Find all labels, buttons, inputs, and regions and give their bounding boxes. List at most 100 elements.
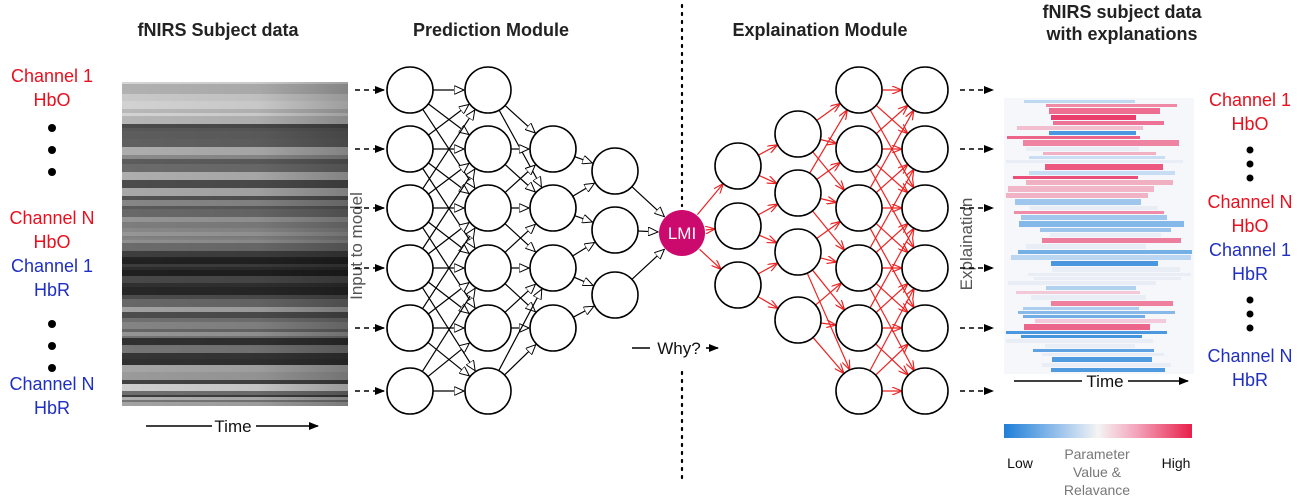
explanation-edge [815, 284, 841, 306]
explanation-node [714, 261, 762, 309]
explanation-edge [875, 165, 907, 194]
prediction-node [386, 125, 434, 173]
explanation-edge [757, 264, 777, 275]
explanation-edge [820, 323, 835, 325]
heatmap-stripe [1018, 250, 1192, 254]
prediction-network-nodes [386, 66, 639, 415]
explanation-network-nodes [714, 66, 949, 415]
prediction-edge [572, 183, 595, 197]
heatmap-stripe [1049, 131, 1136, 135]
ellipsis-dot [48, 364, 56, 372]
explanation-module-title: Explaination Module [732, 20, 907, 40]
input-arrows [355, 86, 385, 395]
heatmap-stripe [1043, 152, 1156, 155]
lmi-to-explanation-edge [699, 248, 721, 268]
heatmap-stripe [1006, 331, 1167, 334]
heatmap-stripe [1021, 335, 1142, 338]
heatmap-stripe [1042, 353, 1164, 356]
prediction-node [464, 367, 512, 415]
prediction-edge [427, 163, 469, 195]
ellipsis-dot [48, 146, 56, 154]
legend-title-line3: Relavance [1064, 482, 1130, 498]
time-label: Time [214, 417, 251, 436]
prediction-edge [574, 157, 593, 163]
explanation-edge [758, 234, 776, 242]
heatmap-stripe [1015, 199, 1141, 205]
heatmap-stripe [1019, 221, 1184, 227]
right-channel-n-hbr-type: HbR [1232, 370, 1268, 390]
explained-data-title-line2: with explanations [1045, 24, 1197, 44]
left-channel-n-hbo-type: HbO [33, 232, 70, 252]
prediction-node [529, 244, 577, 292]
subject-data-title: fNIRS Subject data [137, 20, 299, 40]
heatmap-stripe [1006, 339, 1153, 343]
heatmap-stripe [1034, 277, 1181, 280]
heatmap-stripe [1053, 121, 1164, 125]
legend-color-bar [1004, 424, 1192, 438]
prediction-edge [427, 104, 469, 136]
heatmap-stripe [1045, 164, 1163, 170]
left-channel-labels: Channel 1 HbO Channel N HbO Channel 1 Hb… [9, 66, 94, 418]
explanation-edge [816, 222, 840, 240]
explanation-node [835, 66, 883, 114]
heatmap-stripe [1046, 104, 1177, 107]
heatmap-stripe [1018, 311, 1175, 314]
explanation-edge [875, 345, 908, 376]
heatmap-stripe [1031, 295, 1146, 300]
prediction-node [591, 206, 639, 254]
prediction-node [591, 271, 639, 319]
heatmap-stripe [1006, 160, 1183, 163]
heatmap-stripe [1024, 100, 1135, 103]
heatmap-stripe [1035, 319, 1166, 323]
prediction-edge [572, 243, 595, 257]
heatmap-stripe [1011, 255, 1191, 260]
explanation-node [901, 184, 949, 232]
explanation-edge [875, 106, 907, 135]
ellipsis-dot [1246, 310, 1254, 318]
prediction-network-edges [421, 90, 665, 391]
heatmap-stripe [1013, 176, 1138, 179]
prediction-node [386, 66, 434, 114]
heatmap-stripe [1029, 171, 1175, 175]
heatmap-stripe [1051, 261, 1158, 266]
explanation-network-edges [696, 90, 913, 391]
heatmap-stripe [1030, 206, 1158, 210]
prediction-edge [573, 276, 593, 285]
ellipsis-dot [1246, 160, 1254, 168]
prediction-node [386, 184, 434, 232]
heatmap-stripe [1045, 344, 1135, 348]
heatmap-stripe [1023, 140, 1179, 146]
right-channel-1-hbo: Channel 1 [1209, 90, 1291, 110]
prediction-node [386, 367, 434, 415]
heatmap-stripe [1026, 147, 1139, 151]
explanation-edge [812, 337, 843, 372]
heatmap-stripe [1024, 324, 1150, 330]
heatmap-stripe [1007, 136, 1140, 139]
explanation-edge [875, 224, 907, 253]
right-channel-n-hbo: Channel N [1207, 192, 1292, 212]
prediction-node [529, 184, 577, 232]
right-channel-1-hbr: Channel 1 [1209, 240, 1291, 260]
explanation-node [901, 367, 949, 415]
prediction-edge [574, 216, 593, 222]
right-channel-n-hbr: Channel N [1207, 346, 1292, 366]
ellipsis-dot [1246, 324, 1254, 332]
explanation-node [835, 367, 883, 415]
lmi-to-explanation-edge [706, 229, 714, 230]
explanation-node [901, 304, 949, 352]
ellipsis-dot [1246, 296, 1254, 304]
explanation-node [774, 110, 822, 158]
explanation-edge [758, 174, 776, 183]
prediction-edge [427, 283, 469, 315]
heatmap-stripe [1026, 244, 1146, 249]
prediction-node [464, 66, 512, 114]
explanation-edge [758, 145, 777, 156]
explanation-edge [820, 198, 835, 202]
prediction-to-lmi-edge [631, 249, 665, 280]
right-channel-n-hbo-type: HbO [1231, 216, 1268, 236]
explanation-node [774, 296, 822, 344]
prediction-edge [422, 228, 475, 310]
lmi-to-explanation-edge [696, 184, 722, 215]
prediction-node [529, 304, 577, 352]
explanation-edge [809, 111, 847, 174]
